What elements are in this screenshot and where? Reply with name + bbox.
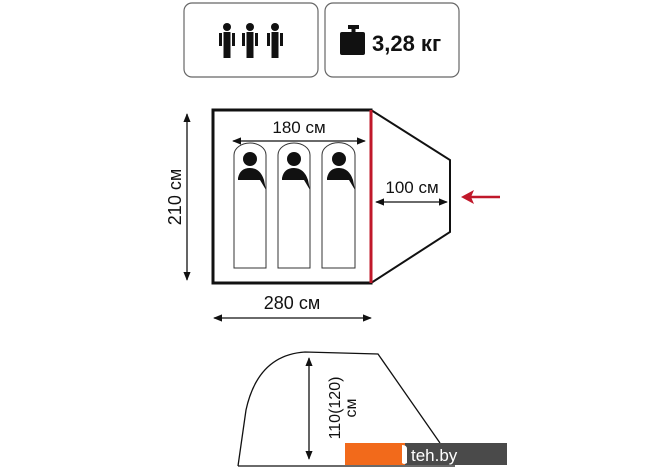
person-silhouettes bbox=[238, 152, 355, 190]
tent-profile bbox=[237, 351, 455, 467]
height-label: 110(120) bbox=[327, 377, 344, 440]
capacity-box bbox=[183, 2, 319, 78]
tent-plan bbox=[183, 108, 500, 322]
weight-icon bbox=[340, 25, 365, 55]
watermark-logo: teh.by bbox=[345, 443, 507, 465]
length-label: 280 см bbox=[264, 293, 320, 313]
three-persons-icon bbox=[219, 23, 283, 58]
watermark-text: teh.by bbox=[411, 446, 458, 465]
height-unit: см bbox=[343, 399, 360, 418]
weight-value: 3,28 кг bbox=[372, 31, 441, 56]
weight-box: 3,28 кг bbox=[324, 2, 460, 78]
vestibule-depth-label: 100 см bbox=[385, 178, 438, 197]
depth-label: 210 см bbox=[165, 169, 185, 225]
arrow-left-icon bbox=[461, 190, 500, 204]
sleeping-width-label: 180 см bbox=[272, 118, 325, 137]
